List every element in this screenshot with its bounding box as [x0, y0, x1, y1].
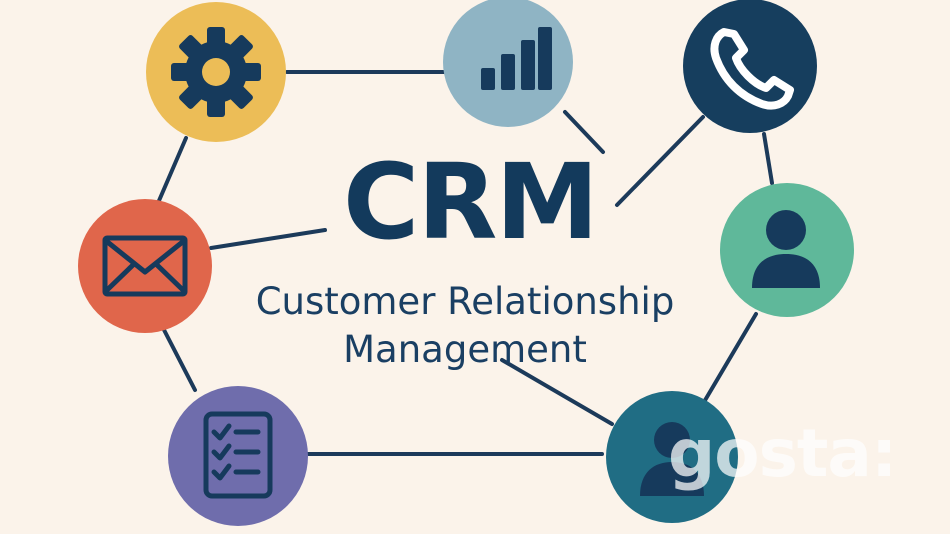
- person-icon: [752, 210, 820, 288]
- connector-settings-email: [156, 136, 188, 205]
- subtitle-line-1: Customer Relationship: [255, 280, 675, 323]
- node-email: [78, 199, 212, 333]
- connector-phone-contact: [762, 132, 774, 185]
- node-contact: [720, 183, 854, 317]
- envelope-icon: [102, 235, 188, 297]
- connector-lines: [156, 70, 774, 456]
- connector-analytics-center: [563, 110, 605, 154]
- connector-email-center: [209, 228, 327, 250]
- phone-icon: [710, 28, 794, 110]
- bar-chart-icon: [481, 27, 552, 90]
- connector-email-tasks: [160, 324, 197, 392]
- diagram-title: CRM: [343, 141, 599, 263]
- node-settings: [146, 2, 286, 142]
- node-phone: [683, 0, 817, 133]
- subtitle-line-2: Management: [343, 328, 587, 371]
- person-icon: [640, 422, 704, 496]
- node-customer: [606, 391, 738, 523]
- connector-center-customer: [500, 358, 614, 426]
- watermark-logo: gosta:: [668, 415, 897, 492]
- connector-contact-customer: [702, 312, 758, 404]
- checklist-icon: [203, 411, 273, 499]
- node-analytics: [443, 0, 573, 127]
- gear-icon: [171, 27, 261, 117]
- node-tasks: [168, 386, 308, 526]
- connector-phone-center: [615, 115, 705, 207]
